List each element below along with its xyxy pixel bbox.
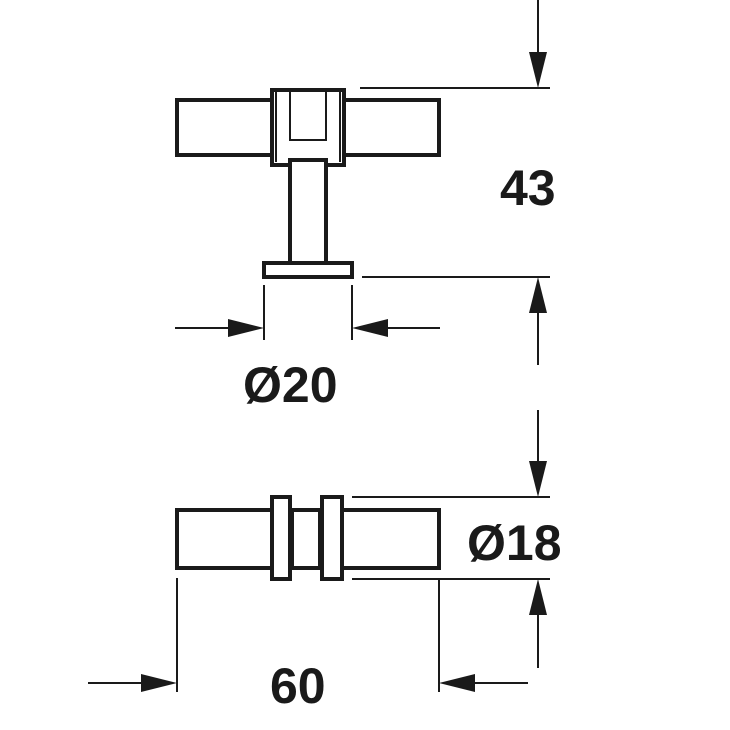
bar-diameter-label: Ø18 (467, 515, 562, 571)
top-view (175, 495, 441, 581)
length-label: 60 (270, 658, 326, 714)
base-diameter-label: Ø20 (243, 357, 338, 413)
base-arrow-left (228, 319, 264, 337)
height-arrow-top (529, 52, 547, 88)
bar-diameter-dimension: Ø18 (352, 410, 562, 668)
length-arrow-right (439, 674, 475, 692)
bar-arrow-top (529, 461, 547, 497)
bar-arrow-bottom (529, 579, 547, 615)
height-label: 43 (500, 160, 556, 216)
length-dimension: 60 (88, 578, 528, 714)
base-diameter-dimension: Ø20 (175, 285, 440, 413)
side-base-plate (262, 261, 354, 279)
height-dimension: 43 (360, 0, 556, 365)
base-arrow-right (352, 319, 388, 337)
side-view (175, 88, 441, 279)
length-arrow-left (141, 674, 177, 692)
top-collar-center (288, 508, 324, 570)
side-connector (270, 88, 346, 167)
height-arrow-bottom (529, 277, 547, 313)
side-stem (288, 153, 328, 267)
top-collar-right (320, 495, 344, 581)
top-collar-left (270, 495, 292, 581)
side-connector-slot (289, 90, 327, 141)
